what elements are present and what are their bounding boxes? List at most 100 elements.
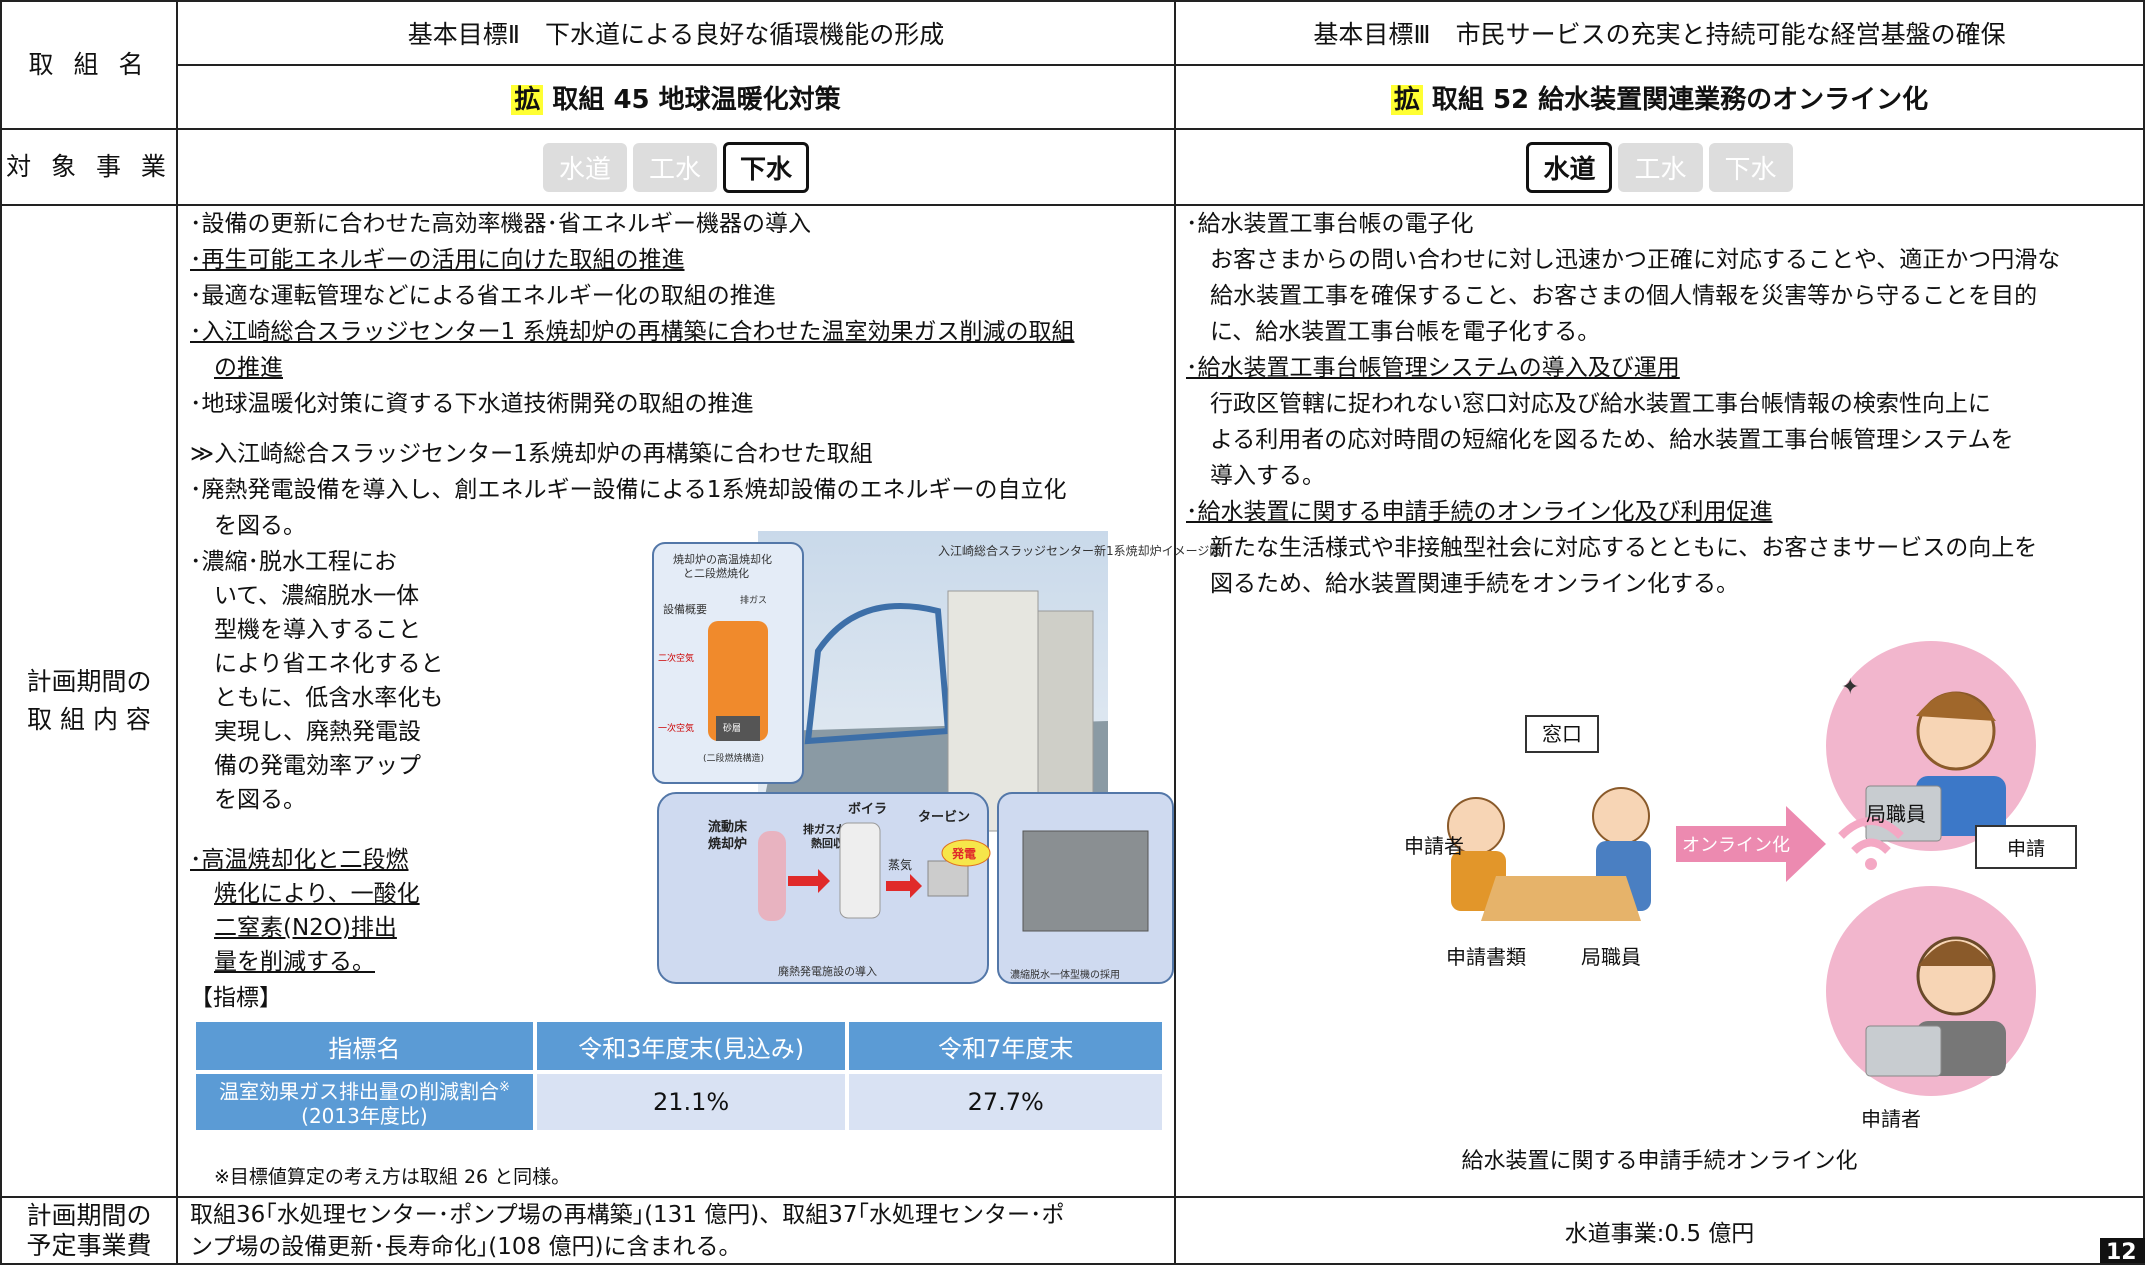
indicator-name: 温室効果ガス排出量の削減割合※ (2013年度比) <box>196 1074 533 1130</box>
flow-furnace-1: 流動床 <box>708 819 748 835</box>
row-label-content: 計画期間の 取 組 内 容 <box>0 204 178 1198</box>
dome-frame <box>804 603 952 745</box>
right-cost: 水道事業:0.5 億円 <box>1174 1196 2145 1265</box>
callout-note: (二段燃焼構造) <box>703 752 764 764</box>
right-target-buttons: 水道工水下水 <box>1174 128 2145 206</box>
right-item: お客さまからの問い合わせに対し迅速かつ正確に対応することや、適正かつ円滑な <box>1210 247 2061 273</box>
left-item: の推進 <box>214 355 283 381</box>
business-water: 水道 <box>542 142 627 192</box>
row-label-torikumi: 取 組 名 <box>0 0 178 130</box>
machine-caption: 濃縮脱水一体型機の採用 <box>1010 968 1120 981</box>
callout-title-2: と二段燃焼化 <box>683 566 749 580</box>
right-item: 図るため、給水装置関連手続をオンライン化する。 <box>1210 571 1739 597</box>
right-item: 新たな生活様式や非接触型社会に対応するとともに、お客さまサービスの向上を <box>1210 535 2038 561</box>
indicator-table: 指標名 令和3年度末(見込み) 令和7年度末 温室効果ガス排出量の削減割合※ (… <box>192 1018 1166 1134</box>
indicator-value-r7: 27.7% <box>849 1074 1162 1130</box>
left-title: 拡 取組 45 地球温暖化対策 <box>176 64 1176 130</box>
content-label-line1: 計画期間の <box>26 667 152 696</box>
left-target-buttons: 水道工水下水 <box>176 128 1176 206</box>
callout-title-1: 焼却炉の高温焼却化 <box>673 552 772 566</box>
indicator-note: ※目標値算定の考え方は取組 26 と同様。 <box>214 1166 571 1188</box>
left-title-text: 取組 45 地球温暖化対策 <box>552 84 841 115</box>
wifi-icon <box>1851 838 1891 854</box>
power-burst-icon <box>941 839 991 867</box>
left-item: を図る。 <box>214 513 306 539</box>
expand-badge: 拡 <box>1390 84 1423 115</box>
callout-equip: 設備概要 <box>663 602 707 616</box>
boiler-icon <box>839 822 881 919</box>
side-text: 型機を導入すること <box>214 617 421 643</box>
right-content: ･給水装置工事台帳の電子化 お客さまからの問い合わせに対し迅速かつ正確に対応する… <box>1174 204 2145 1198</box>
right-item: 給水装置工事を確保すること、お客さまの個人情報を災害等から守ることを目的 <box>1210 283 2038 309</box>
plant-building <box>947 590 1039 832</box>
furnace-icon <box>758 831 786 921</box>
left-item: ･廃熱発電設備を導入し、創エネルギー設備による1系焼却設備のエネルギーの自立化 <box>190 477 1067 503</box>
illustration-caption: 給水装置に関する申請手続オンライン化 <box>1461 1149 1858 1174</box>
business-water: 水道 <box>1526 141 1613 193</box>
left-item: ･設備の更新に合わせた高効率機器･省エネルギー機器の導入 <box>190 211 811 237</box>
turbine-icon <box>927 860 969 897</box>
documents-label: 申請書類 <box>1446 945 1526 969</box>
content-label-line2: 取 組 内 容 <box>27 705 151 734</box>
right-item: 導入する。 <box>1210 463 1325 489</box>
furnace-body <box>708 621 768 741</box>
applicant-hair-icon <box>1918 941 1994 966</box>
cost-label-line2: 予定事業費 <box>26 1230 152 1260</box>
row-label-target: 対 象 事 業 <box>0 128 178 206</box>
side-text: 二窒素(N2O)排出 <box>214 915 397 941</box>
counter-label: 窓口 <box>1542 722 1582 746</box>
right-title-text: 取組 52 給水装置関連業務のオンライン化 <box>1431 84 1929 115</box>
left-cost-line1: 取組36｢水処理センター･ポンプ場の再構築｣(131 億円)、取組37｢水処理セ… <box>190 1201 1065 1228</box>
left-item: ･地球温暖化対策に資する下水道技術開発の取組の推進 <box>190 391 754 417</box>
left-item: ≫入江崎総合スラッジセンター1系焼却炉の再構築に合わせた取組 <box>190 441 873 467</box>
flow-exhaust-2: 熱回収 <box>811 836 845 850</box>
left-content: ･設備の更新に合わせた高効率機器･省エネルギー機器の導入 ･再生可能エネルギーの… <box>176 204 1221 1198</box>
right-item: ･給水装置に関する申請手続のオンライン化及び利用促進 <box>1186 499 1773 525</box>
business-industrial-water: 工水 <box>1618 142 1703 192</box>
desk-icon <box>1481 876 1641 921</box>
indicator-heading: 【指標】 <box>190 985 282 1011</box>
left-item: ･再生可能エネルギーの活用に向けた取組の推進 <box>190 247 685 273</box>
wifi-dot-icon <box>1865 858 1877 870</box>
flow-turbine: タービン <box>918 809 970 825</box>
right-item: ･給水装置工事台帳管理システムの導入及び運用 <box>1186 355 1680 381</box>
applicant-bottom-label: 申請者 <box>1861 1107 1921 1131</box>
arrow-icon <box>788 869 830 893</box>
callout-air2: 二次空気 <box>658 652 694 664</box>
side-text: 量を削減する。 <box>214 949 375 975</box>
online-label: オンライン化 <box>1682 835 1790 856</box>
flow-caption: 廃熱発電施設の導入 <box>778 964 877 978</box>
indicator-header: 令和7年度末 <box>849 1022 1162 1070</box>
indicator-header: 指標名 <box>196 1022 533 1070</box>
expand-badge: 拡 <box>511 84 544 115</box>
side-text: 焼化により、一酸化 <box>214 881 420 907</box>
photo-caption: 入江崎総合スラッジセンター新1系焼却炉イメージ図 <box>938 543 1221 558</box>
side-text: を図る。 <box>214 787 306 813</box>
business-sewer: 下水 <box>723 141 810 193</box>
indicator-value-r3: 21.1% <box>536 1074 846 1130</box>
page-number: 12 <box>2100 1238 2145 1265</box>
online-arrow-icon <box>1676 806 1826 882</box>
left-cost-line2: ンプ場の設備更新･長寿命化｣(108 億円)に含まれる。 <box>190 1233 742 1260</box>
flow-furnace-2: 焼却炉 <box>708 836 747 852</box>
staff-label: 局職員 <box>1581 945 1641 969</box>
cost-label-line1: 計画期間の <box>26 1200 152 1230</box>
side-text: ･高温焼却化と二段燃 <box>190 847 409 873</box>
counter-label-box <box>1525 715 1599 753</box>
side-text: ･濃縮･脱水工程にお <box>190 549 397 575</box>
right-item: ･給水装置工事台帳の電子化 <box>1186 211 1474 237</box>
apply-label: 申請 <box>2007 838 2045 860</box>
right-title: 拡 取組 52 給水装置関連業務のオンライン化 <box>1174 64 2145 130</box>
left-item: ･入江崎総合スラッジセンター1 系焼却炉の再構築に合わせた温室効果ガス削減の取組 <box>190 319 1075 345</box>
callout-air1: 一次空気 <box>658 722 694 734</box>
apply-box <box>1975 825 2077 869</box>
right-item: よる利用者の応対時間の短縮化を図るため、給水装置工事台帳管理システムを <box>1210 427 2014 453</box>
sand-bed <box>716 716 760 741</box>
staff-top-label: 局職員 <box>1866 802 1926 826</box>
right-item: 行政区管轄に捉われない窓口対応及び給水装置工事台帳情報の検索性向上に <box>1210 391 1991 417</box>
left-item: ･最適な運転管理などによる省エネルギー化の取組の推進 <box>190 283 776 309</box>
side-text: により省エネ化すると <box>214 651 444 677</box>
applicant-label: 申請者 <box>1404 834 1464 858</box>
online-illustration: ✦ 窓口 申請者 申請書類 局職員 オンライン化 <box>1404 641 2077 1131</box>
incinerator-diagram: 入江崎総合スラッジセンター新1系焼却炉イメージ図 焼却炉の高温焼却化 と二段燃焼… <box>652 531 1221 984</box>
